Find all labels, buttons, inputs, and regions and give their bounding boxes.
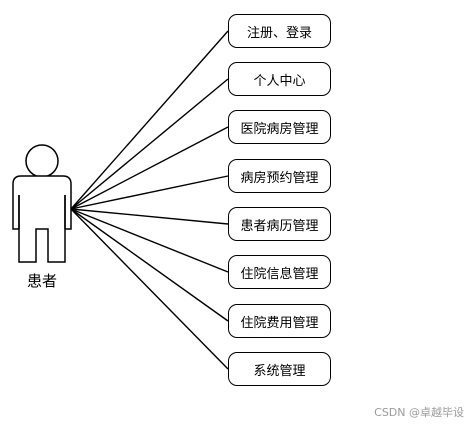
use-case-system-management[interactable]: 系统管理: [228, 352, 331, 386]
association-line-8: [70, 208, 229, 370]
association-line-1: [70, 30, 229, 210]
use-case-ward-reservation[interactable]: 病房预约管理: [228, 159, 331, 193]
use-case-ward-management[interactable]: 医院病房管理: [228, 110, 331, 144]
association-line-3: [70, 126, 229, 210]
watermark-text: CSDN @卓越毕设: [374, 406, 464, 419]
actor-label: 患者: [26, 272, 57, 290]
use-case-personal-center[interactable]: 个人中心: [228, 62, 331, 96]
association-line-2: [70, 78, 229, 210]
association-line-4: [70, 175, 229, 210]
use-case-inpatient-fees[interactable]: 住院费用管理: [228, 304, 331, 338]
actor-figure: [12, 144, 72, 263]
association-line-6: [70, 208, 229, 273]
association-line-7: [70, 208, 229, 322]
use-case-medical-records[interactable]: 患者病历管理: [228, 207, 331, 241]
actor-head: [25, 144, 59, 178]
use-case-inpatient-info[interactable]: 住院信息管理: [228, 255, 331, 289]
use-case-register-login[interactable]: 注册、登录: [228, 14, 331, 48]
association-lines: [70, 30, 229, 370]
actor-body: [12, 175, 72, 263]
association-line-5: [70, 208, 229, 225]
